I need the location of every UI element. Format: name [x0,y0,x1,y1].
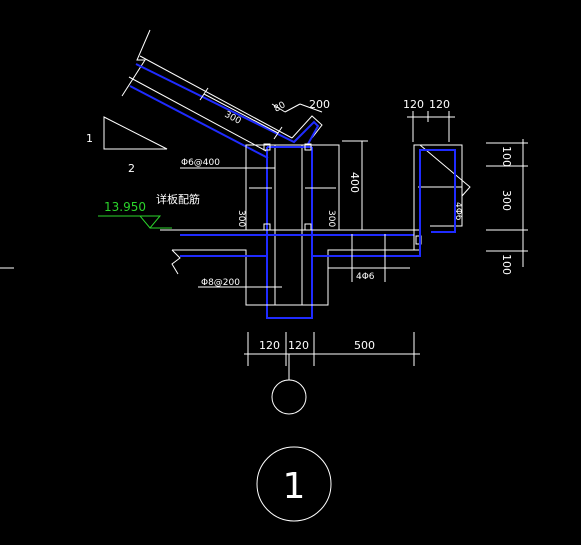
elevation-value: 13.950 [104,200,146,214]
column-width-dims: 300 300 [236,187,336,227]
upstand-bars-label: 4Φ6 [453,202,463,221]
slab-thickness-dim: 300 [199,87,283,140]
eave-dim-line [284,103,301,113]
slab-break-left [171,249,181,275]
slab-bottom-edge [128,76,269,153]
slab-top-edge [139,55,293,139]
floor-slab-outline [160,229,420,306]
upstand-h-bot-label: 100 [500,254,513,275]
axis-circle [271,379,307,415]
base-w2-label: 120 [288,339,309,352]
column-left-label: 300 [236,210,246,227]
upstand-top-dims: 120 120 [403,98,455,142]
column-height-label: 400 [348,172,361,193]
stirrup-label: Φ6@400 [181,158,220,168]
base-dims: 120 120 500 [244,332,420,366]
eave-dim-b-label: 200 [309,98,330,111]
upstand-w2-label: 120 [429,98,450,111]
upstand-diagonal [419,144,471,197]
bottom-bar-label: Φ8@200 [201,278,240,288]
stirrup-callout: Φ6@400 [180,158,275,169]
slab-dim-tick-a [199,87,209,101]
column-outline [245,144,340,305]
slab-break-line [121,29,151,97]
section-circle [256,446,332,522]
rebar-markers [263,143,422,245]
rebar-dot-mr [304,223,312,231]
section-label: 1 [256,446,332,522]
ledge-bars-label: 4Φ6 [356,272,375,282]
slope-marker: 1 2 [86,116,168,175]
section-number: 1 [283,466,306,507]
bottom-bar-callout: Φ8@200 [198,278,282,288]
slope-rise-label: 1 [86,132,93,145]
slab-reference-note: 详板配筋 [156,192,200,206]
slab-dim-line [203,93,279,134]
slab-dim-tick-b [273,126,283,140]
upstand-side-dims: 100 300 100 [486,139,528,275]
slope-run-label: 2 [128,162,135,175]
column-right-label: 300 [326,210,336,227]
eave-dim-a-label: 80 [273,100,288,115]
elevation-marker: 13.950 详板配筋 [98,192,200,229]
sloped-slab-outline [128,55,323,153]
upstand-h-top-label: 100 [500,146,513,167]
axis-bubble [271,354,307,415]
column-height-dim: 400 [342,140,368,231]
column-rebar [266,147,313,319]
upstand-h-mid-label: 300 [500,190,513,211]
upstand-outline [413,144,471,250]
eave-leader-a [271,103,286,113]
base-w1-label: 120 [259,339,280,352]
slab-bottom-line [172,249,420,306]
eave-dims: 80 200 [271,98,330,115]
ledge-bars-callout: 4Φ6 [328,234,410,282]
slope-triangle [103,116,168,150]
ledge-length-label: 500 [354,339,375,352]
rebar-dot-tl [263,143,271,151]
eave-upturn [291,115,323,139]
eave-dim-line-b [299,103,323,113]
slab-bottom-rebar [129,85,269,159]
elevation-triangle [138,215,162,229]
upstand-w1-label: 120 [403,98,424,111]
slab-top-rebar [135,63,320,145]
upstand-rebar [419,149,456,240]
slab-bottom-rebar-right [312,240,421,257]
rebar-dot-tr [304,143,312,151]
upstand-rect [413,144,463,250]
